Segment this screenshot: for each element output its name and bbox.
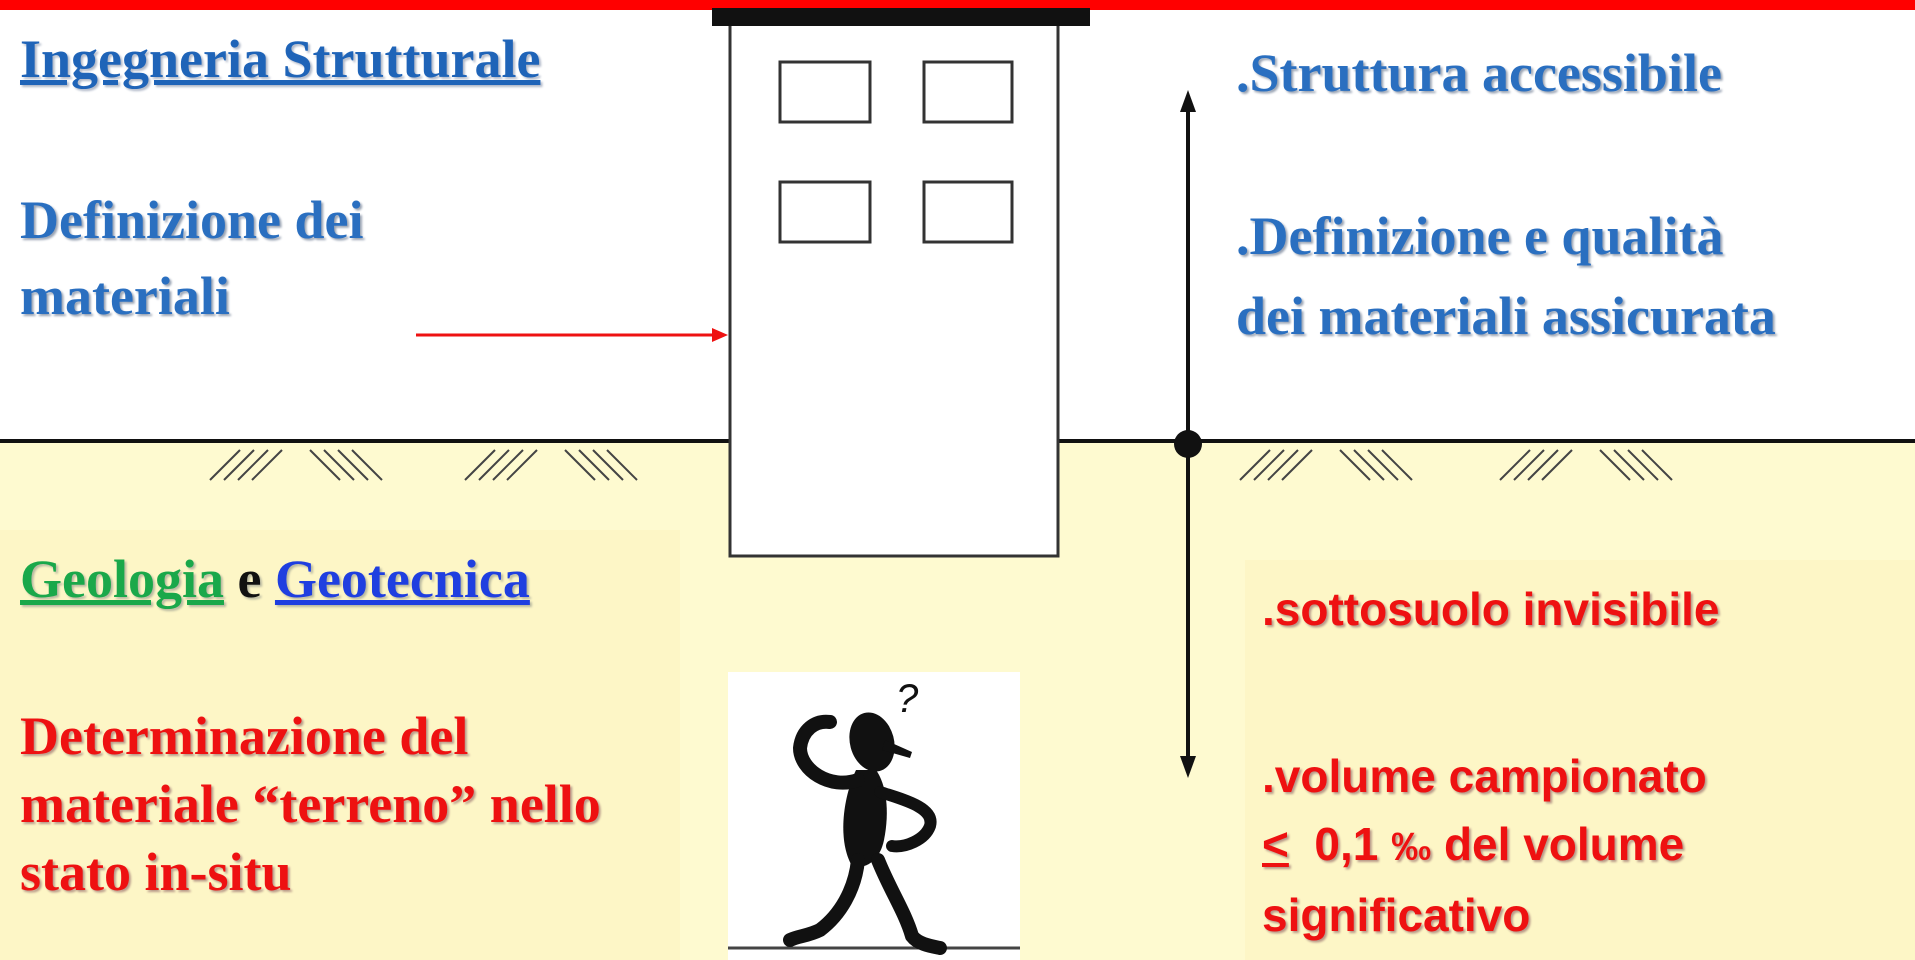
less-equal-symbol: < [1262,818,1289,870]
sampled-volume-line2: < 0,1 ‰ del volume [1262,810,1707,881]
sampled-volume-item: .volume campionato < 0,1 ‰ del volume si… [1262,742,1707,949]
ground-text-panel-right [1245,560,1915,960]
materials-quality-line2: dei materiali assicurata [1236,286,1776,346]
sampled-volume-value: 0,1 [1288,818,1392,870]
structural-engineering-title[interactable]: Ingegneria Strutturale [20,29,541,89]
soil-determination-line2: materiale “terreno” nello [20,774,601,834]
invisible-subsoil-item: .sottosuolo invisibile [1262,583,1720,635]
soil-determination-text: Determinazione del materiale “terreno” n… [20,702,601,906]
conjunction-text: e [223,549,275,609]
sampled-volume-line3: significativo [1262,889,1531,941]
soil-hatch-icon [209,449,1673,481]
sampled-volume-rest: del volume [1431,818,1685,870]
geology-link[interactable]: Geologia [20,549,224,609]
geotechnics-link[interactable]: Geotecnica [274,549,530,609]
accessible-structure-item: .Struttura accessibile [1236,43,1722,103]
permille-symbol: ‰ [1391,825,1432,869]
materials-definition-line2: materiali [20,266,230,326]
pointer-arrow-icon [416,328,728,342]
building-icon [712,8,1090,558]
depth-arrow-icon [1174,90,1202,778]
soil-determination-line1: Determinazione del [20,706,469,766]
materials-quality-line1: .Definizione e qualità [1236,206,1724,266]
materials-quality-item: .Definizione e qualità dei materiali ass… [1236,196,1776,356]
materials-definition: Definizione dei materiali [20,182,363,334]
geology-geotechnics-heading: Geologia e Geotecnica [20,548,530,610]
sampled-volume-line1: .volume campionato [1262,750,1707,802]
question-mark: ? [896,677,919,721]
soil-determination-line3: stato in-situ [20,842,292,902]
top-accent-bar [0,0,1915,10]
ground-text-panel-left [0,530,680,960]
materials-definition-line1: Definizione dei [20,190,364,250]
thinking-person-icon: ? [728,672,1020,960]
